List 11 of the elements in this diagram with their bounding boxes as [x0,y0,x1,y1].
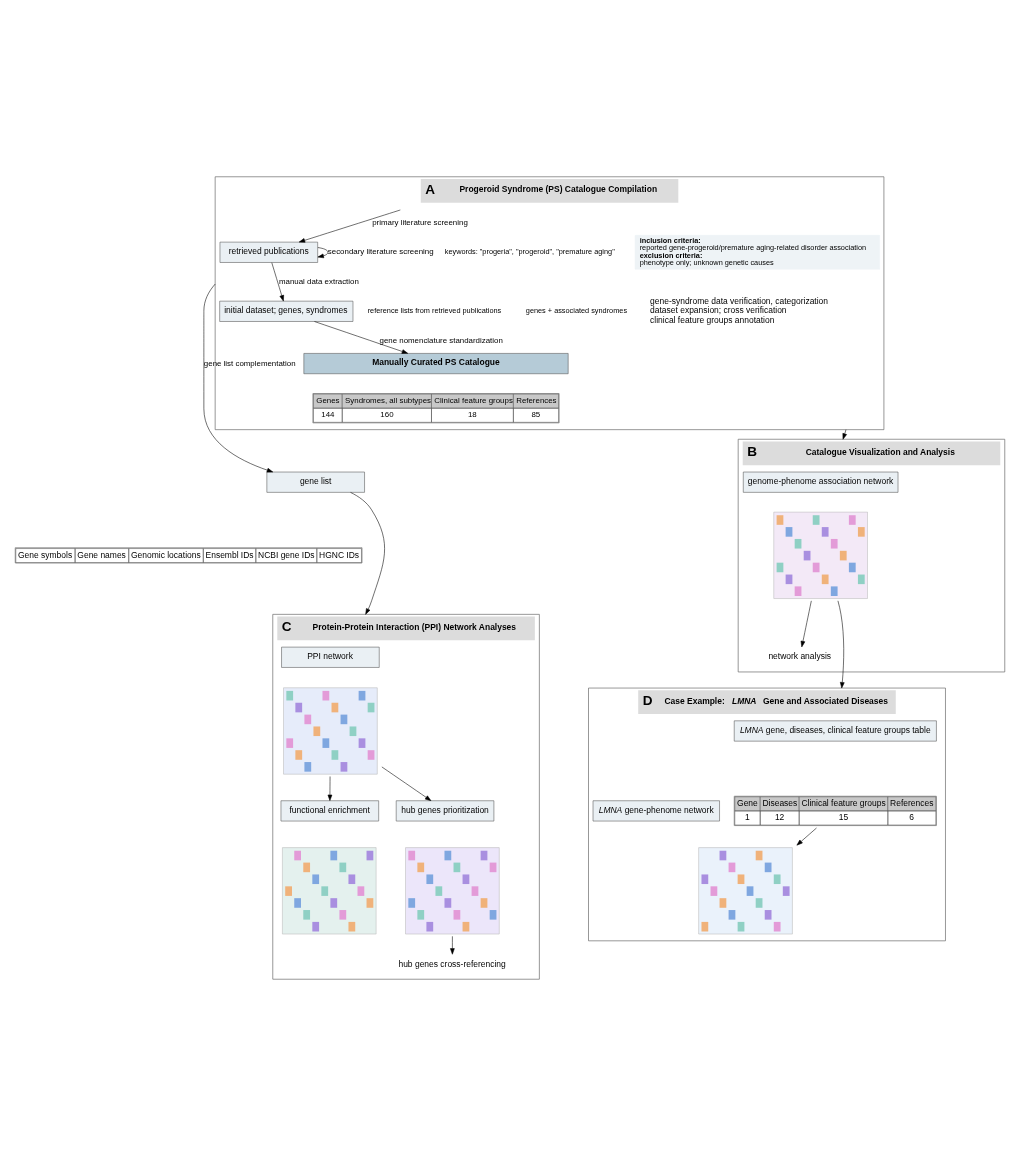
label: Gene symbols [18,549,73,560]
label: Ensembl IDs [205,549,254,560]
label: dataset expansion; cross verification [650,305,787,316]
node-text: hub genes cross-referencing [398,958,506,969]
label: Genomic locations [131,549,201,560]
label: NCBI gene IDs [258,549,315,560]
label: clinical feature groups annotation [650,314,775,325]
node-text: network analysis [768,651,832,662]
label: gene-syndrome data verification, categorization [650,295,829,306]
label: HGNC IDs [319,549,360,560]
label: Gene names [77,549,126,560]
